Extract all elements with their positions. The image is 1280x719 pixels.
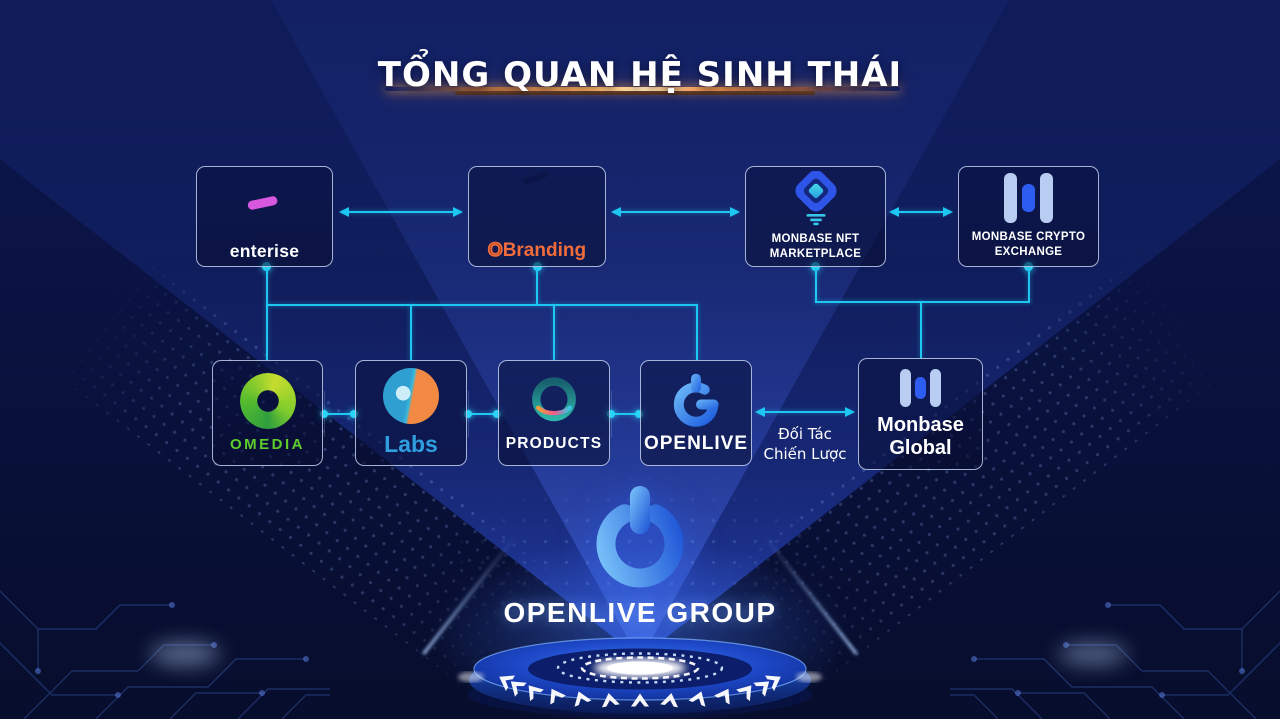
node-products-label: PRODUCTS bbox=[505, 434, 603, 452]
title-underline bbox=[455, 91, 815, 95]
node-monbase-global-label: Monbase Global bbox=[877, 414, 964, 460]
connector-line bbox=[814, 268, 817, 303]
connector-line bbox=[1027, 268, 1030, 303]
monbase-nft-line1: MONBASE NFT bbox=[771, 233, 860, 246]
node-openlive: OPENLIVE bbox=[640, 360, 752, 466]
arrow-enterise-obranding bbox=[341, 211, 461, 213]
arrow-openlive-monbase-global bbox=[757, 411, 853, 413]
connector-line bbox=[410, 304, 412, 360]
connector-line bbox=[695, 304, 698, 360]
node-monbase-crypto-label: MONBASE CRYPTO EXCHANGE bbox=[972, 230, 1085, 260]
arrow-nft-crypto bbox=[891, 211, 951, 213]
connector-omedia-labs bbox=[323, 413, 356, 415]
monbase-nft-icon bbox=[794, 171, 837, 226]
node-monbase-global: Monbase Global bbox=[858, 358, 983, 470]
node-monbase-nft-label: MONBASE NFT MARKETPLACE bbox=[770, 232, 861, 262]
monbase-crypto-line1: MONBASE CRYPTO bbox=[971, 231, 1086, 244]
monbase-global-icon bbox=[900, 368, 941, 407]
podium-chevrons bbox=[499, 675, 781, 708]
node-labs: Labs bbox=[355, 360, 467, 466]
connector-labs-products bbox=[467, 413, 498, 415]
products-icon bbox=[532, 376, 576, 421]
connector-dot bbox=[493, 410, 501, 418]
connector-dot bbox=[635, 410, 643, 418]
node-enterise: enterise bbox=[196, 166, 333, 267]
circuit-trace-right bbox=[950, 590, 1280, 719]
connector-line bbox=[919, 301, 922, 358]
openlive-icon bbox=[673, 373, 719, 427]
obranding-icon bbox=[506, 170, 568, 233]
omedia-icon bbox=[239, 373, 296, 429]
labs-icon bbox=[383, 368, 439, 424]
node-openlive-label: OPENLIVE bbox=[643, 433, 749, 454]
page-title: TỔNG QUAN HỆ SINH THÁI bbox=[377, 55, 903, 95]
connector-line bbox=[265, 304, 268, 360]
title-light-streak bbox=[385, 87, 900, 91]
node-labs-label: Labs bbox=[384, 431, 438, 457]
connector-products-openlive bbox=[610, 413, 640, 415]
node-monbase-crypto-exchange: MONBASE CRYPTO EXCHANGE bbox=[958, 166, 1099, 267]
monbase-crypto-line2: EXCHANGE bbox=[994, 246, 1063, 258]
obranding-rest: Branding bbox=[502, 240, 587, 261]
connector-line bbox=[265, 268, 268, 305]
group-title: OPENLIVE GROUP bbox=[503, 597, 777, 628]
node-omedia-label: OMEDIA bbox=[230, 436, 305, 453]
connector-dot bbox=[320, 410, 328, 418]
connector-dot bbox=[350, 410, 358, 418]
node-omedia: OMEDIA bbox=[212, 360, 323, 466]
floor-glow-right bbox=[1058, 642, 1128, 666]
partner-label: Đối Tác Chiến Lược bbox=[752, 424, 858, 465]
connector-dot bbox=[607, 410, 615, 418]
connector-line bbox=[553, 304, 555, 360]
connector-line bbox=[536, 268, 538, 305]
connector-bus-left bbox=[265, 304, 698, 306]
floor-glow-left bbox=[150, 642, 220, 666]
partner-label-line1: Đối Tác bbox=[778, 425, 832, 443]
node-products: PRODUCTS bbox=[498, 360, 610, 466]
node-enterise-label: enterise bbox=[229, 240, 300, 261]
monbase-global-line1: Monbase bbox=[877, 413, 964, 436]
monbase-nft-line2: MARKETPLACE bbox=[769, 248, 862, 260]
monbase-crypto-icon bbox=[1004, 173, 1053, 224]
openlive-group-icon bbox=[596, 486, 684, 588]
node-obranding-label: OBranding bbox=[487, 239, 587, 262]
partner-label-line2: Chiến Lược bbox=[763, 445, 847, 464]
circuit-trace-left bbox=[0, 590, 330, 719]
arrow-obranding-nft bbox=[613, 211, 738, 213]
podium-platform bbox=[458, 637, 822, 717]
connector-dot bbox=[464, 410, 472, 418]
node-monbase-nft-marketplace: MONBASE NFT MARKETPLACE bbox=[745, 166, 886, 267]
obranding-o: O bbox=[487, 239, 503, 262]
enterise-icon bbox=[234, 172, 296, 234]
node-obranding: OBranding bbox=[468, 166, 606, 267]
connector-bus-right bbox=[814, 301, 1030, 303]
monbase-global-line2: Global bbox=[889, 436, 952, 459]
